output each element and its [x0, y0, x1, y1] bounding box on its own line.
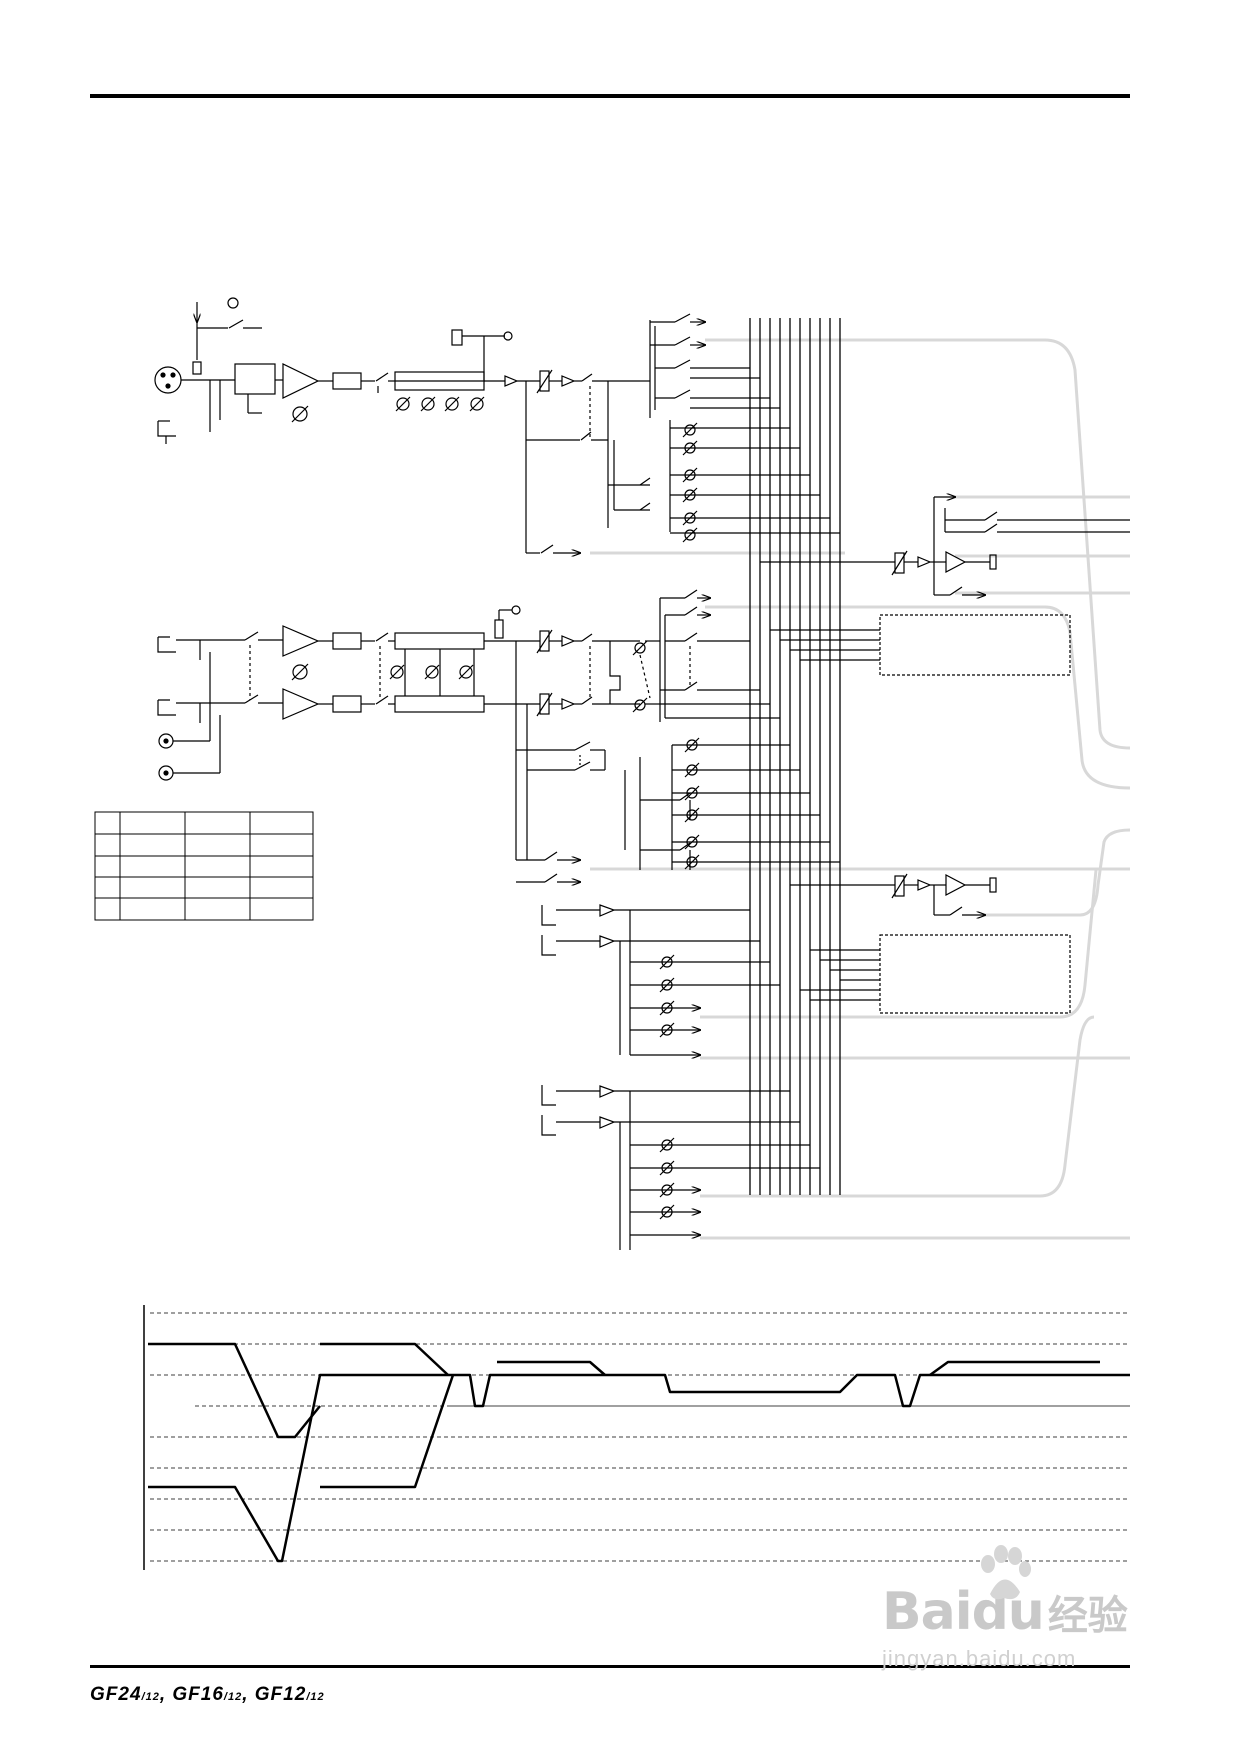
bottom-rule	[90, 1665, 1130, 1668]
top-rule	[90, 94, 1130, 98]
watermark-url: jingyan.baidu.com	[882, 1646, 1077, 1671]
stereo-channel	[157, 589, 840, 882]
mono-channel	[154, 297, 840, 553]
footer-model-names: GF24/12, GF16/12, GF12/12	[90, 1684, 325, 1706]
watermark-cn: 经验	[1047, 1594, 1128, 1638]
return-and-output-section	[541, 497, 1130, 1250]
level-diagram	[143, 1305, 1130, 1570]
model-1-sub: /12	[141, 1691, 160, 1703]
paw-icon	[981, 1545, 1031, 1600]
separator-2: ,	[242, 1684, 249, 1705]
model-3: GF12	[254, 1684, 307, 1705]
model-2: GF16	[172, 1684, 224, 1705]
model-2-sub: /12	[223, 1691, 243, 1703]
spec-table	[94, 811, 314, 921]
bus-routes	[590, 338, 1131, 1240]
model-1: GF24	[90, 1684, 142, 1705]
separator-1: ,	[159, 1684, 167, 1705]
model-3-sub: /12	[306, 1691, 325, 1703]
mix-buses	[749, 318, 841, 1195]
